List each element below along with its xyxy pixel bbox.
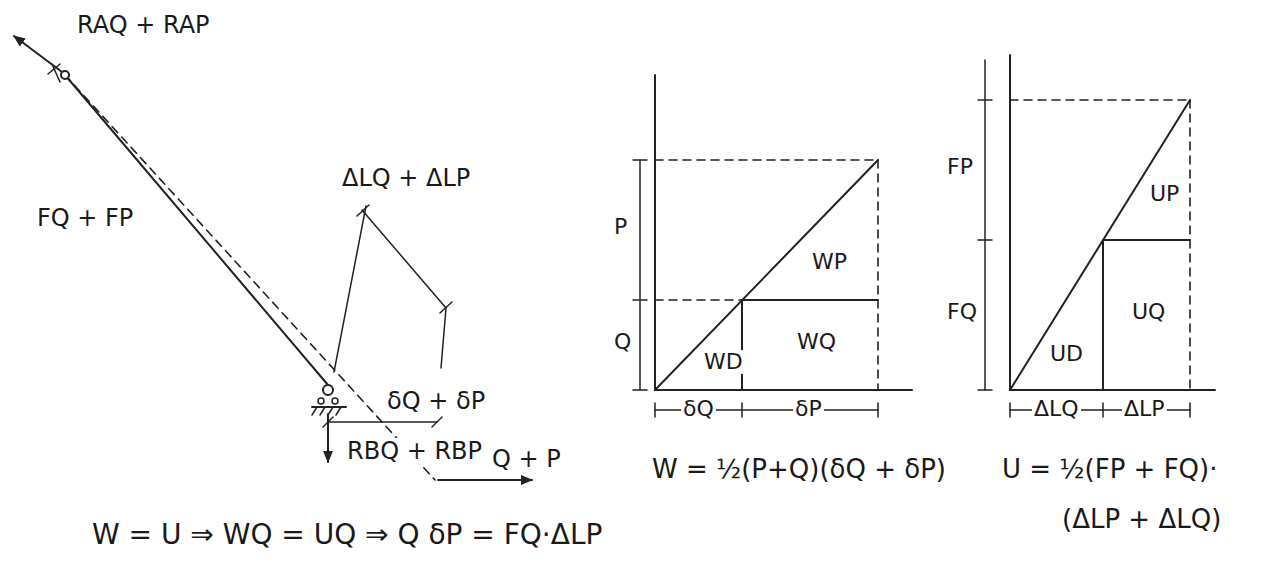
area-label: WD xyxy=(702,350,745,374)
force-label: FQ + FP xyxy=(35,205,135,231)
dimension-tick xyxy=(432,417,442,427)
dimension-label: ΔLQ + ΔLP xyxy=(340,165,472,191)
dimension-tick xyxy=(978,389,992,391)
guide-line xyxy=(1010,99,1190,101)
area-border xyxy=(1102,240,1104,390)
dimension-tick xyxy=(1189,403,1191,417)
area-border xyxy=(1103,239,1190,241)
ground-hatch xyxy=(336,407,341,415)
area-label: UD xyxy=(1048,342,1085,366)
dimension-tick xyxy=(633,299,647,301)
pin-joint xyxy=(61,71,69,79)
roller-joint xyxy=(323,385,333,395)
chart-axis xyxy=(1010,389,1215,391)
dimension-label: δQ xyxy=(681,397,716,421)
deformed-bar xyxy=(65,75,435,480)
ground-hatch xyxy=(312,407,317,415)
dimension-line xyxy=(984,60,986,390)
area-border xyxy=(742,299,878,301)
reaction-label: RBQ + RBP xyxy=(345,438,484,464)
guide-line xyxy=(877,160,879,390)
area-label: UQ xyxy=(1130,300,1167,324)
dimension-tick xyxy=(1102,403,1104,417)
roller-wheel xyxy=(332,398,338,404)
extension-line xyxy=(441,308,446,368)
axis-label: Q xyxy=(612,330,633,354)
formula: W = U ⇒ WQ = UQ ⇒ Q δP = FQ·ΔLP xyxy=(90,520,604,551)
guide-line xyxy=(655,299,742,301)
axis-label: FP xyxy=(945,155,975,179)
axis-label: FQ xyxy=(945,300,979,324)
area-border xyxy=(741,300,743,390)
dimension-line xyxy=(328,421,437,423)
load-label: Q + P xyxy=(490,446,563,472)
dimension-label: ΔLQ xyxy=(1032,397,1081,421)
force-curve xyxy=(1010,100,1190,390)
formula: (ΔLP + ΔLQ) xyxy=(1060,505,1223,534)
dimension-label: ΔLP xyxy=(1122,397,1167,421)
dimension-tick xyxy=(633,159,647,161)
reaction-label: RAQ + RAP xyxy=(75,12,212,38)
dimension-tick xyxy=(877,403,879,417)
dimension-label: δQ + δP xyxy=(385,388,487,414)
dimension-tick xyxy=(978,99,992,101)
area-label: WP xyxy=(810,250,849,274)
load-curve xyxy=(655,160,878,390)
dimension-tick xyxy=(633,389,647,391)
dimension-tick xyxy=(978,239,992,241)
dimension-label: δP xyxy=(793,397,824,421)
reaction-arrow xyxy=(14,36,62,72)
guide-line xyxy=(1189,100,1191,390)
dimension-tick xyxy=(654,403,656,417)
ground-hatch xyxy=(320,407,325,415)
axis-label: P xyxy=(612,215,629,239)
dimension-tick xyxy=(357,205,369,216)
extension-line xyxy=(334,206,366,372)
chart-axis xyxy=(654,75,656,390)
area-label: WQ xyxy=(795,330,838,354)
chart-axis xyxy=(655,389,912,391)
dimension-tick xyxy=(323,417,333,427)
formula: U = ½(FP + FQ)· xyxy=(1000,455,1219,484)
guide-line xyxy=(655,159,878,161)
hinge-mark xyxy=(48,64,60,74)
formula: W = ½(P+Q)(δQ + δP) xyxy=(650,455,948,484)
roller-wheel xyxy=(318,398,324,404)
load-arrow xyxy=(438,479,532,481)
area-label: UP xyxy=(1148,182,1181,206)
dimension-tick xyxy=(741,403,743,417)
dimension-tick xyxy=(1009,403,1011,417)
dimension-line xyxy=(639,160,641,390)
chart-axis xyxy=(1009,55,1011,390)
dimension-line xyxy=(362,210,446,308)
